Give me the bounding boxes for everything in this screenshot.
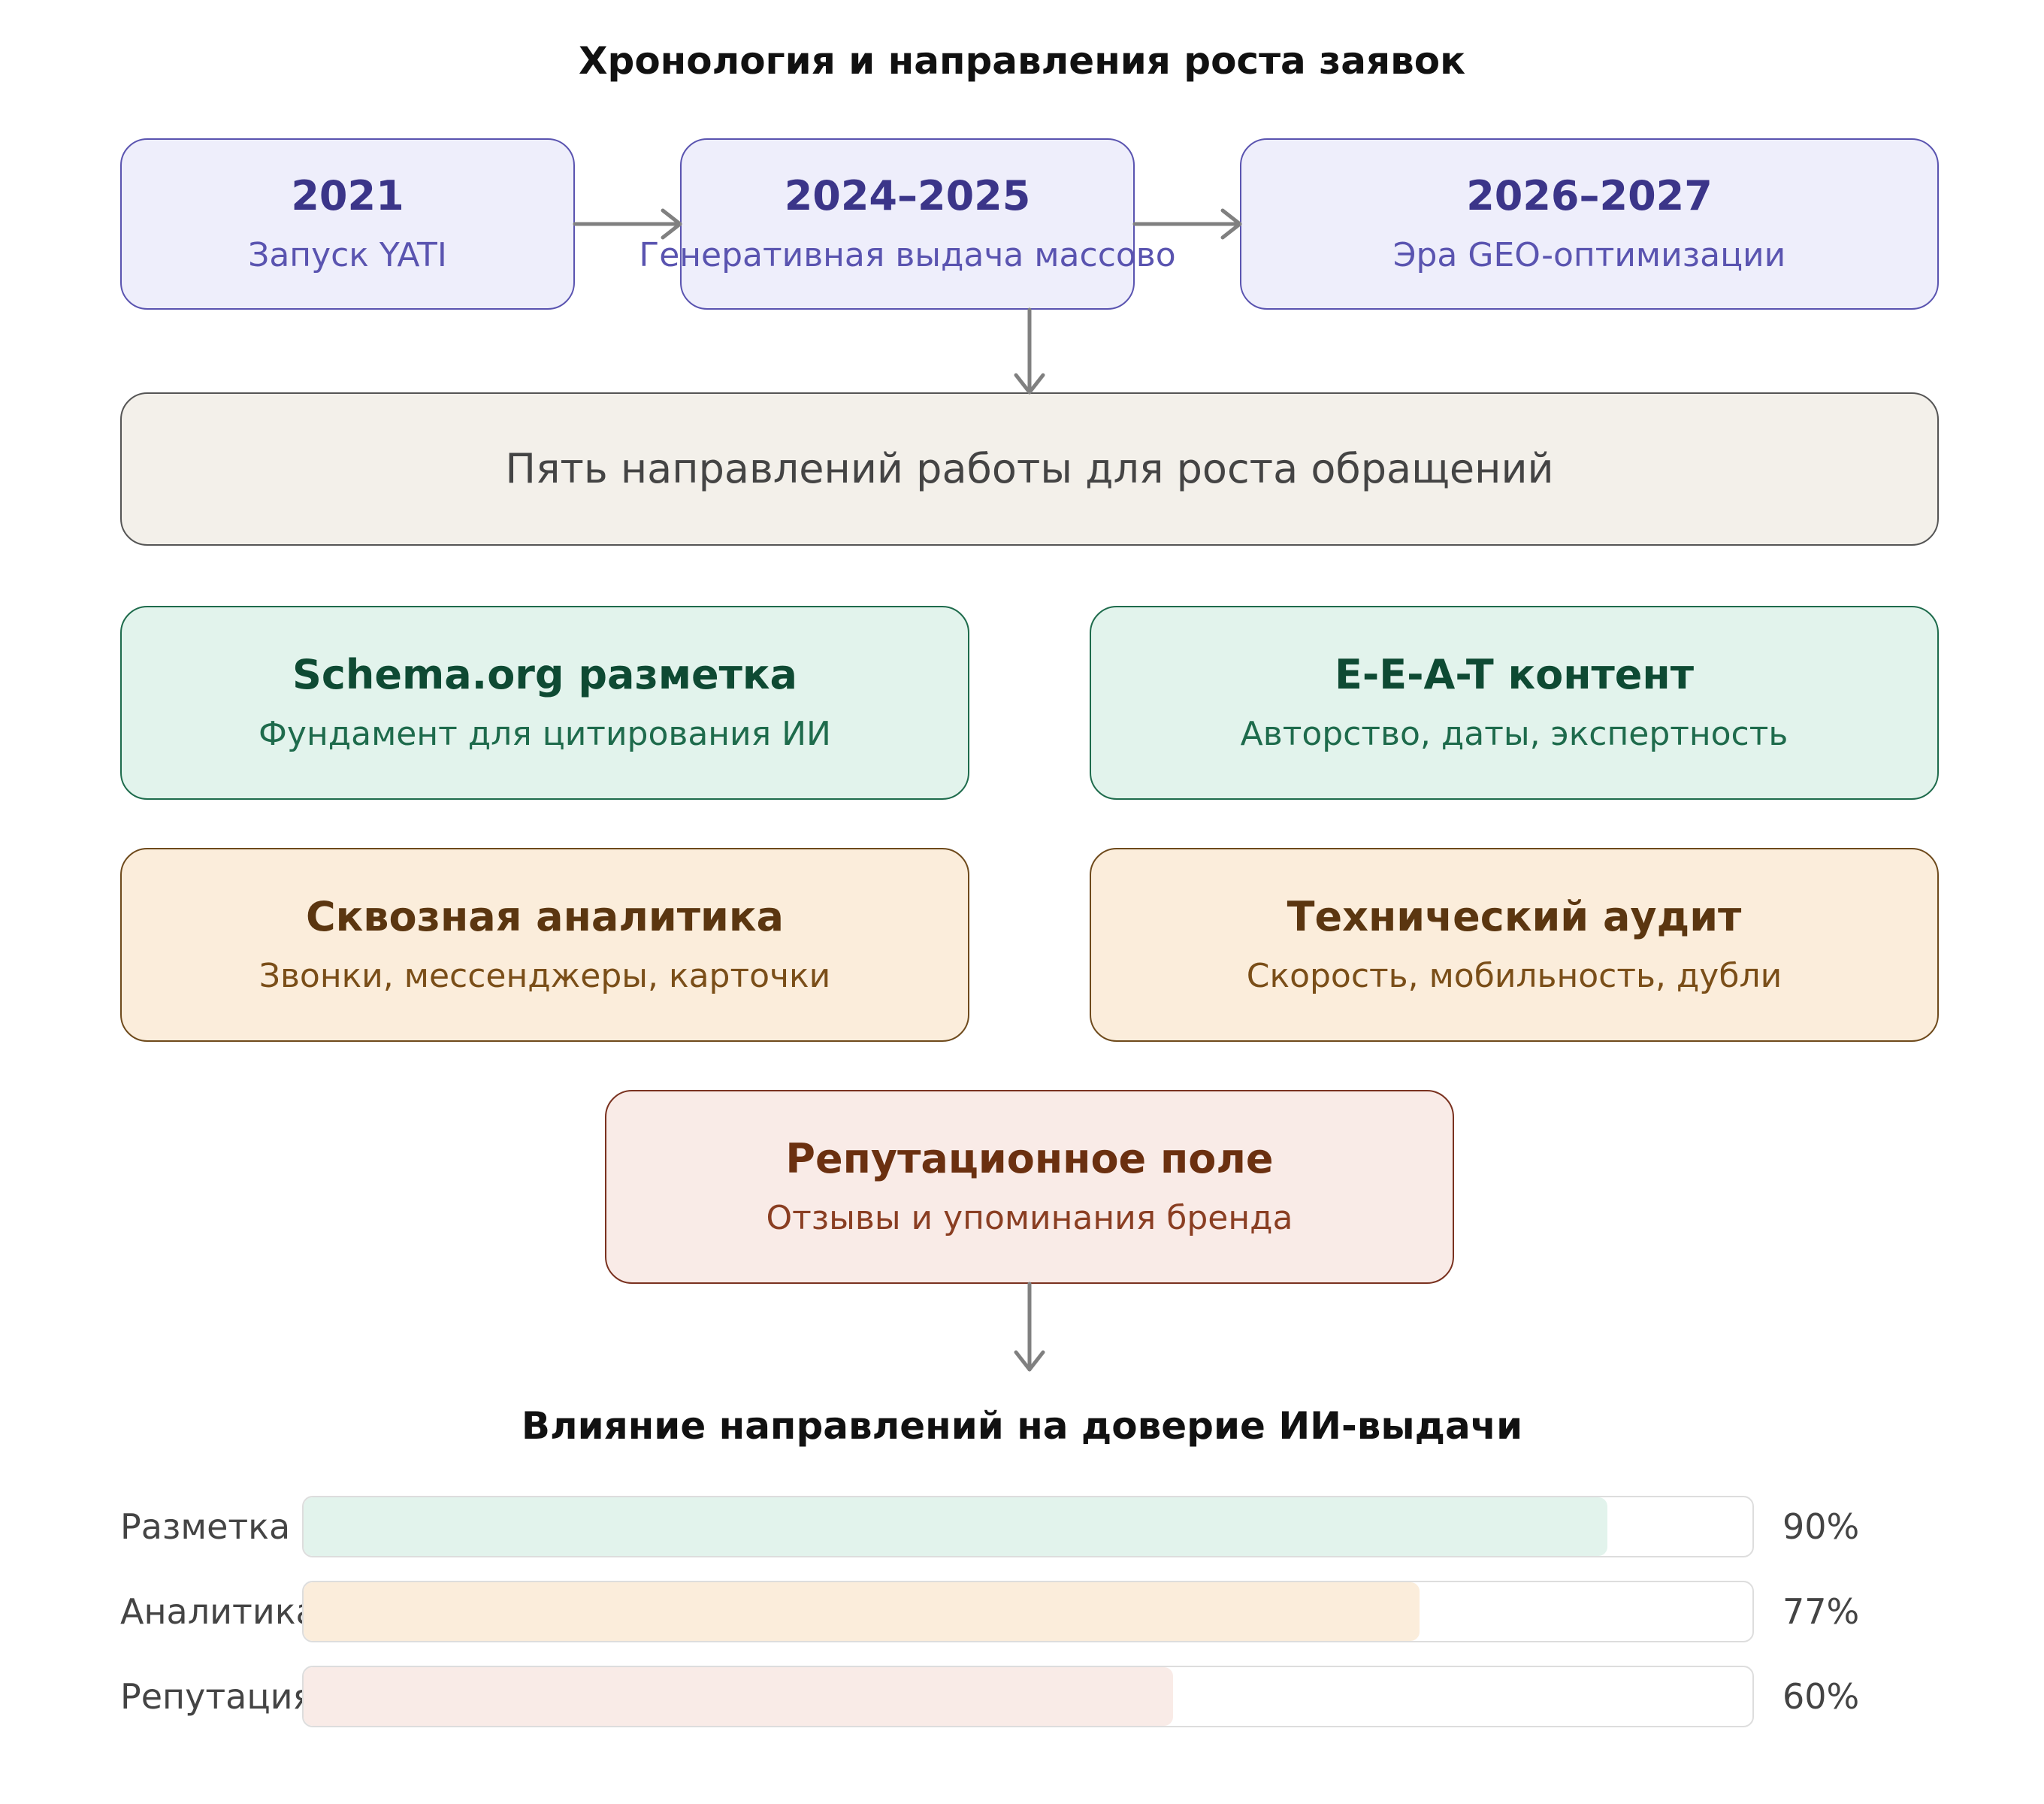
timeline-label: Эра GEO-оптимизации xyxy=(1392,236,1786,274)
timeline-label: Генеративная выдача массово xyxy=(639,236,1176,274)
bar-label-reputation: Репутация xyxy=(120,1676,314,1717)
timeline-year: 2024–2025 xyxy=(784,172,1031,220)
direction-title: Schema.org разметка xyxy=(292,651,797,699)
bar-track-markup xyxy=(302,1496,1754,1557)
direction-title: Репутационное поле xyxy=(785,1135,1274,1183)
direction-technical-audit: Технический аудит Скорость, мобильность,… xyxy=(1090,848,1939,1042)
arrowhead-2024-to-2026 xyxy=(1220,208,1242,240)
direction-reputation-field: Репутационное поле Отзывы и упоминания б… xyxy=(605,1090,1454,1284)
timeline-node-2026-2027: 2026–2027 Эра GEO-оптимизации xyxy=(1240,138,1939,310)
direction-title: Технический аудит xyxy=(1287,893,1742,941)
direction-title: Сквозная аналитика xyxy=(306,893,784,941)
direction-subtitle: Авторство, даты, экспертность xyxy=(1240,715,1788,753)
direction-subtitle: Отзывы и упоминания бренда xyxy=(766,1199,1293,1237)
bar-label-analytics: Аналитика xyxy=(120,1591,317,1632)
bar-label-markup: Разметка xyxy=(120,1506,291,1547)
bar-value-reputation: 60% xyxy=(1782,1676,1860,1717)
arrowhead-2024-to-summary xyxy=(1014,373,1045,395)
bar-fill-analytics xyxy=(304,1582,1420,1641)
bar-fill-reputation xyxy=(304,1667,1173,1726)
direction-subtitle: Скорость, мобильность, дубли xyxy=(1246,957,1782,995)
impact-title: Влияние направлений на доверие ИИ-выдачи xyxy=(521,1404,1523,1448)
direction-schema-markup: Schema.org разметка Фундамент для цитиро… xyxy=(120,606,969,800)
timeline-year: 2021 xyxy=(291,172,404,220)
direction-eeat-content: E-E-A-T контент Авторство, даты, эксперт… xyxy=(1090,606,1939,800)
timeline-node-2024-2025: 2024–2025 Генеративная выдача массово xyxy=(639,138,1176,310)
timeline-node-2021: 2021 Запуск YATI xyxy=(120,138,575,310)
summary-text: Пять направлений работы для роста обраще… xyxy=(505,444,1554,492)
direction-title: E-E-A-T контент xyxy=(1334,651,1695,699)
diagram-title: Хронология и направления роста заявок xyxy=(578,39,1466,83)
direction-subtitle: Фундамент для цитирования ИИ xyxy=(259,715,831,753)
timeline-label: Запуск YATI xyxy=(248,236,447,274)
bar-track-reputation xyxy=(302,1666,1754,1727)
bar-value-markup: 90% xyxy=(1782,1506,1860,1547)
bar-value-analytics: 77% xyxy=(1782,1591,1860,1632)
bar-fill-markup xyxy=(304,1497,1608,1556)
summary-node: Пять направлений работы для роста обраще… xyxy=(120,392,1939,546)
timeline-year: 2026–2027 xyxy=(1466,172,1713,220)
direction-end-to-end-analytics: Сквозная аналитика Звонки, мессенджеры, … xyxy=(120,848,969,1042)
arrowhead-reputation-to-impact xyxy=(1014,1350,1045,1372)
direction-subtitle: Звонки, мессенджеры, карточки xyxy=(259,957,831,995)
bar-track-analytics xyxy=(302,1581,1754,1642)
arrowhead-2021-to-2024 xyxy=(661,208,682,240)
